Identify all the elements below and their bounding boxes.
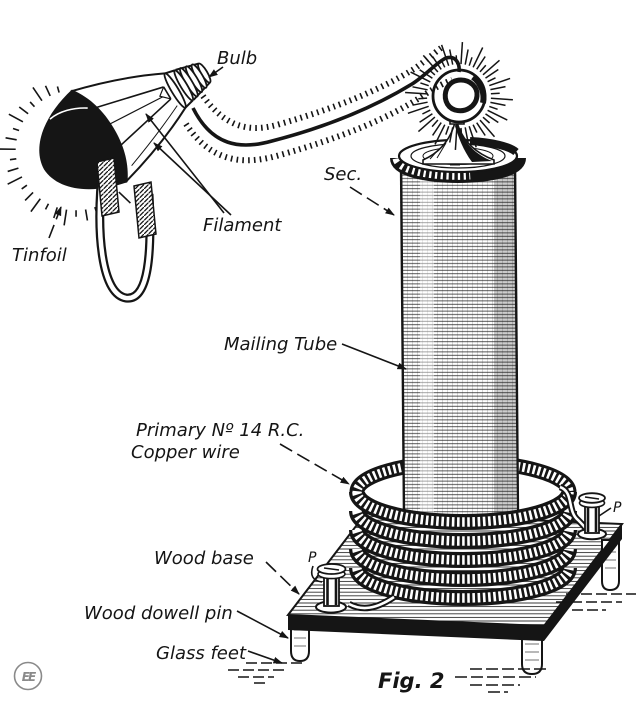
secondary-coil-tube xyxy=(390,106,526,517)
label-wood-dowell-pin: Wood dowell pin xyxy=(84,603,233,624)
binding-post-left xyxy=(315,563,347,614)
spark-rays xyxy=(405,42,513,150)
leader-dowell-pin xyxy=(236,610,289,639)
label-primary-line1: Primary Nº 14 R.C. xyxy=(136,420,304,441)
leader-filament-2 xyxy=(153,142,232,216)
binding-post-right xyxy=(577,492,607,541)
leader-bulb xyxy=(208,66,224,78)
label-filament: Filament xyxy=(203,215,282,236)
label-bulb: Bulb xyxy=(217,48,257,69)
cap-cone xyxy=(422,117,495,166)
label-tinfoil: Tinfoil xyxy=(12,245,67,266)
leader-glass-feet xyxy=(247,650,283,664)
publisher-logo-text: EE xyxy=(22,670,37,684)
connecting-wire xyxy=(183,45,461,164)
leader-mailing-tube xyxy=(341,343,407,370)
discharge-ball xyxy=(405,42,513,150)
leader-post-right xyxy=(598,507,612,517)
label-mailing-tube: Mailing Tube xyxy=(224,334,337,355)
primary-coil xyxy=(349,490,577,606)
label-glass-feet: Glass feet xyxy=(156,643,247,664)
screw-base xyxy=(163,62,212,109)
leader-tinfoil xyxy=(48,206,62,239)
label-secondary: Sec. xyxy=(324,164,362,185)
bulb-wire-loop xyxy=(95,157,157,303)
leader-wood-base xyxy=(265,561,300,595)
ground-hatch xyxy=(228,593,636,693)
leader-primary xyxy=(279,443,350,485)
corona-ticks-upper xyxy=(200,45,443,131)
leader-lines xyxy=(48,66,612,664)
label-post-right: P xyxy=(613,500,622,516)
filament-structure xyxy=(91,86,172,150)
label-post-left: P xyxy=(308,550,317,566)
leader-post-left xyxy=(310,565,323,583)
labels: Bulb Filament Tinfoil Sec. Mailing Tube … xyxy=(12,48,622,693)
leader-secondary xyxy=(349,186,395,216)
coil-lead-left xyxy=(347,594,396,612)
label-wood-base: Wood base xyxy=(154,548,254,569)
corona-ticks-lower xyxy=(183,77,454,164)
figure-caption: Fig. 2 xyxy=(378,669,444,693)
publisher-logo: EE xyxy=(13,661,43,691)
label-primary-line2: Copper wire xyxy=(131,442,240,463)
